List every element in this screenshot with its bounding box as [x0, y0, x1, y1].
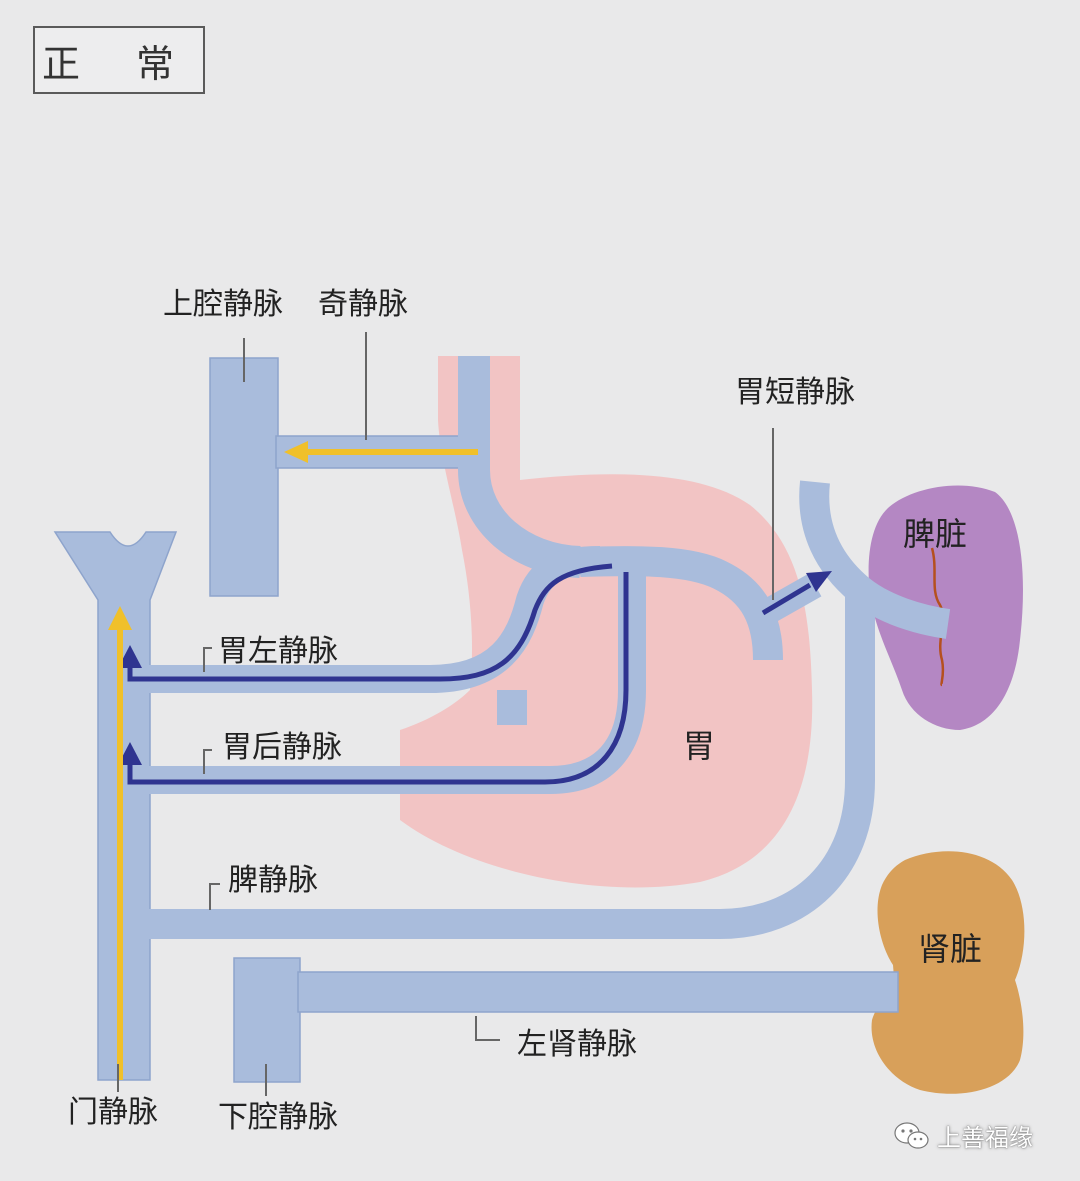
splenic-vein-label: 脾静脉	[228, 863, 318, 898]
svc-vessel	[209, 357, 279, 597]
spleen-label: 脾脏	[903, 515, 968, 553]
collateral-flow	[118, 563, 832, 785]
splenic-vessel	[146, 590, 875, 939]
short-gastric-label: 胃短静脉	[735, 375, 855, 410]
portal-vessel	[53, 531, 178, 1081]
posterior-gastric-flow-turn	[127, 765, 142, 785]
svc-label: 上腔静脉	[163, 287, 283, 322]
left-renal-leader	[475, 1016, 500, 1041]
spleen-connector-vessel	[799, 480, 951, 639]
left-gastric-flow	[142, 563, 613, 682]
left-renal-label: 左肾静脉	[517, 1027, 637, 1062]
portal-flow-arrow	[108, 606, 132, 630]
azygos-flow-arrow	[284, 441, 308, 463]
title-box: 正 常	[33, 26, 205, 94]
stomach-arc-vessel	[579, 546, 783, 661]
posterior-gastric-flow	[142, 572, 629, 785]
portal-flow	[108, 441, 478, 1080]
short-gastric-flow	[761, 582, 812, 616]
stomach-shape	[400, 356, 813, 888]
posterior-gastric-flow-arrow	[118, 742, 142, 765]
left-gastric-leader	[203, 647, 212, 672]
posterior-gastric-leader	[203, 749, 212, 774]
ivc-vessel	[233, 957, 301, 1083]
left-gastric-label: 胃左静脉	[218, 634, 338, 669]
left-gastric-flow-arrow	[118, 645, 142, 668]
watermark: 上善福缘	[893, 1118, 1033, 1153]
vein-network	[53, 356, 951, 1083]
kidney-shape	[871, 851, 1025, 1094]
left-gastric-flow-turn	[127, 668, 142, 682]
left-renal-vessel	[297, 971, 899, 1013]
watermark-text: 上善福缘	[937, 1124, 1033, 1152]
posterior-gastric-label: 胃后静脉	[222, 730, 342, 765]
wechat-icon	[894, 1121, 929, 1149]
short-gastric-flow-arrow	[806, 571, 832, 592]
splenic-leader	[209, 883, 220, 910]
ivc-label: 下腔静脉	[218, 1100, 338, 1135]
left-gastric-vessel	[146, 546, 601, 693]
kidney-label: 肾脏	[918, 930, 983, 968]
leader-lines	[117, 332, 774, 1096]
spleen-shape	[868, 485, 1023, 730]
portal-label: 门静脉	[68, 1095, 158, 1130]
stomach-label: 胃	[683, 727, 716, 765]
azygos-label: 奇静脉	[318, 287, 408, 322]
